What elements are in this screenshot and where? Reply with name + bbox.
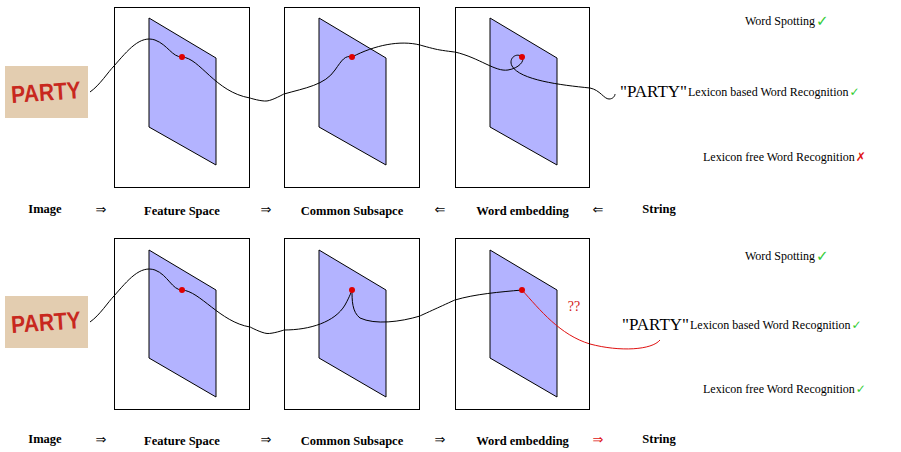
space-label: Feature Space	[144, 434, 220, 449]
mapping-curve	[90, 296, 114, 322]
embedding-point	[179, 54, 185, 60]
flow-arrow: ⇒	[96, 203, 107, 217]
mapping-curve	[284, 290, 420, 330]
space-label: Word embedding	[476, 434, 569, 449]
task-label: Word Spotting	[745, 250, 815, 263]
mapping-curve	[114, 269, 250, 327]
flow-arrow: ⇐	[593, 203, 604, 217]
subspace-plane	[319, 250, 386, 397]
flow-arrow: ⇐	[435, 203, 446, 217]
space-label: Word embedding	[476, 204, 569, 219]
mapping-connector	[420, 300, 455, 316]
flow-arrow: ⇒	[593, 433, 604, 447]
check-mark: ✓	[856, 383, 866, 396]
word-string: "PARTY"	[622, 316, 689, 335]
mapping-curve	[284, 43, 420, 94]
flow-arrow: ⇒	[435, 433, 446, 447]
word-string: "PARTY"	[620, 83, 687, 102]
embedding-space-box: Word embedding	[455, 7, 590, 188]
task-label: Lexicon free Word Recognition	[703, 151, 855, 164]
mapping-connector	[250, 327, 284, 334]
check-mark: ✓	[816, 248, 829, 265]
embedding-point	[519, 287, 525, 293]
subspace-plane	[149, 18, 216, 165]
word-photo	[5, 66, 88, 118]
row-label: String	[642, 203, 675, 217]
cross-mark: ✗	[856, 151, 866, 164]
task-label: Lexicon based Word Recognition	[688, 86, 848, 99]
mapping-curve	[90, 66, 114, 92]
mapping-curve	[114, 39, 250, 98]
row-label: String	[642, 433, 675, 447]
mapping-connector	[250, 94, 284, 101]
row-label: Image	[28, 433, 61, 447]
space-label: Common Subsapce	[301, 204, 403, 219]
embedding-point	[349, 54, 355, 60]
unknown-mark: ??	[568, 299, 580, 314]
word-photo	[5, 296, 88, 348]
embedding-space-box: Common Subsapce	[284, 7, 420, 188]
mapping-curve	[455, 52, 590, 88]
mapping-connector	[420, 45, 455, 52]
embedding-space-box: Feature Space	[114, 238, 250, 410]
embedding-point	[519, 54, 525, 60]
check-mark: ✓	[851, 319, 861, 332]
mapping-curve	[455, 290, 522, 300]
subspace-plane	[319, 18, 386, 165]
task-label: Lexicon free Word Recognition	[703, 383, 855, 396]
flow-arrow: ⇒	[261, 433, 272, 447]
embedding-point	[349, 287, 355, 293]
space-label: Common Subsapce	[301, 434, 403, 449]
subspace-plane	[490, 18, 557, 165]
task-label: Lexicon based Word Recognition	[690, 319, 850, 332]
space-label: Feature Space	[144, 204, 220, 219]
photo-word: PARTY	[10, 76, 81, 107]
embedding-point	[179, 287, 185, 293]
photo-word: PARTY	[10, 306, 81, 337]
row-label: Image	[28, 203, 61, 217]
mapping-curve	[590, 88, 615, 99]
flow-arrow: ⇒	[261, 203, 272, 217]
check-mark: ✓	[816, 13, 829, 30]
task-label: Word Spotting	[745, 15, 815, 28]
embedding-space-box: Feature Space	[114, 7, 250, 188]
embedding-space-box: Word embedding	[455, 238, 590, 410]
flow-arrow: ⇒	[96, 433, 107, 447]
check-mark: ✓	[849, 86, 859, 99]
subspace-plane	[490, 250, 557, 397]
embedding-space-box: Common Subsapce	[284, 238, 420, 410]
